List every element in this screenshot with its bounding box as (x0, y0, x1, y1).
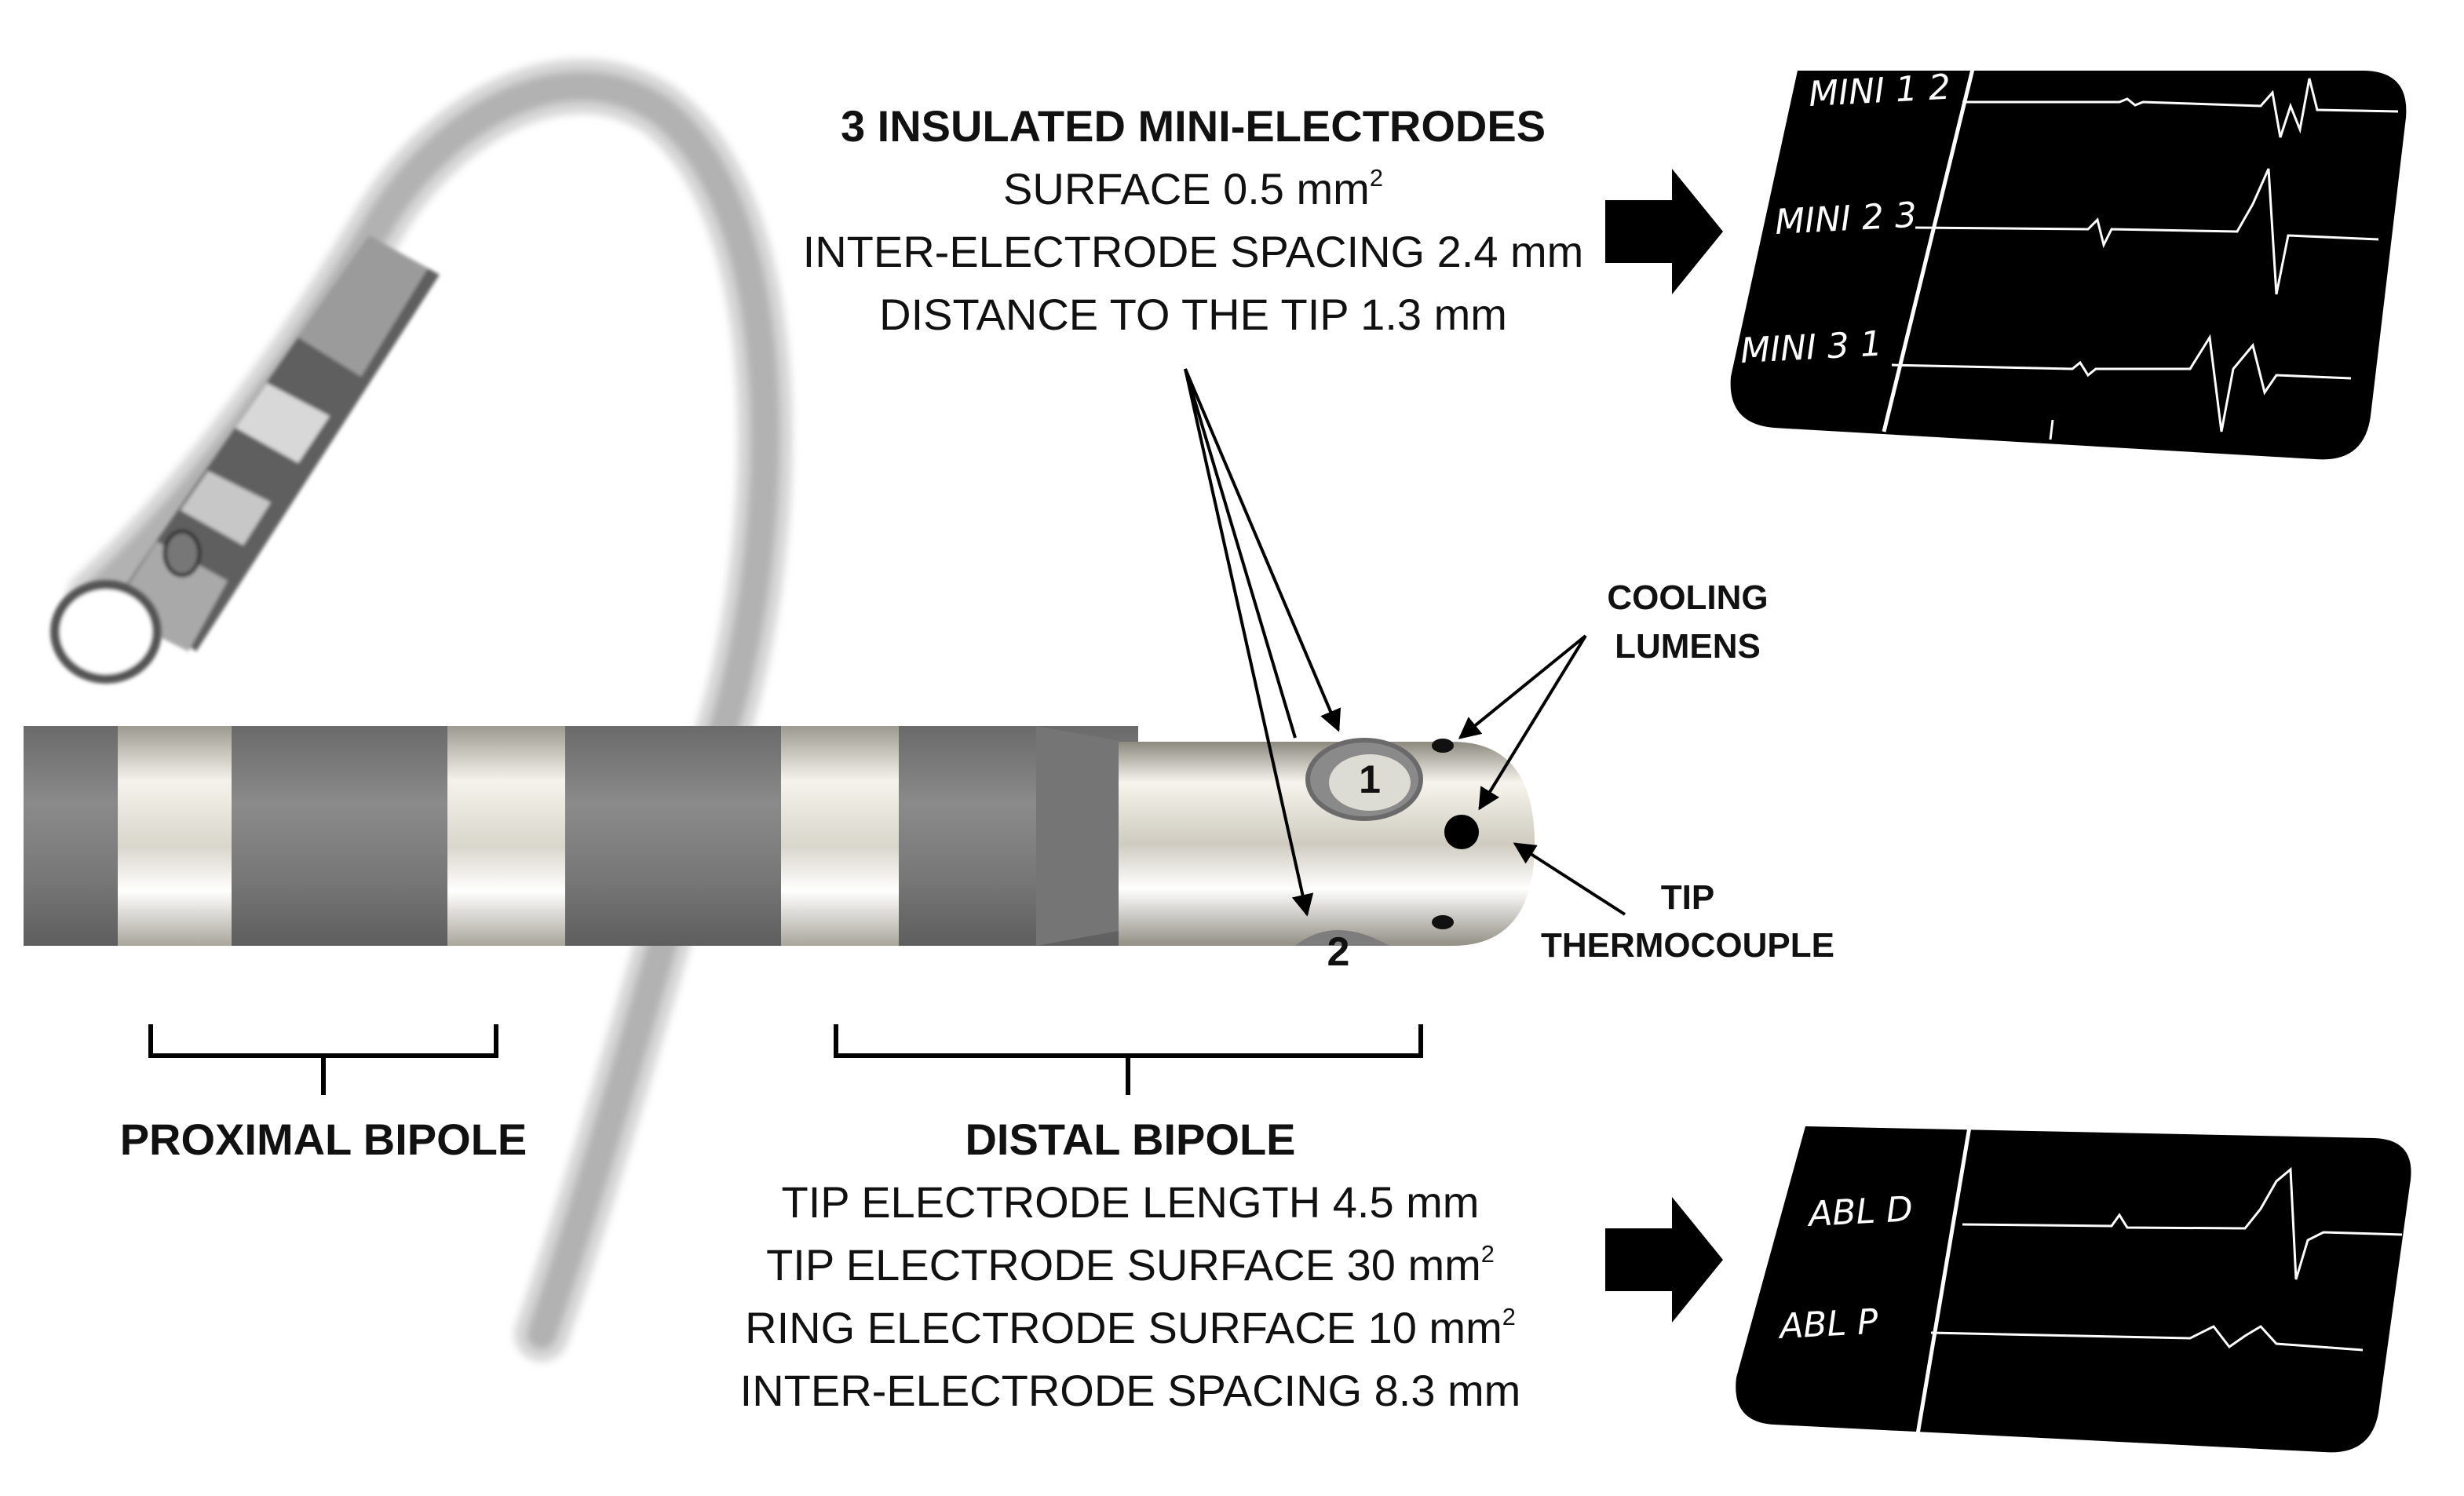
arrow-to-mini-traces (1605, 169, 1723, 294)
proximal-bracket (148, 1024, 498, 1058)
distal-spacing: INTER-ELECTRODE SPACING 8.3 mm (739, 1366, 1521, 1415)
mini-electrodes-spacing: INTER-ELECTRODE SPACING 2.4 mm (802, 227, 1584, 276)
main-catheter (24, 726, 1535, 946)
trace-mini-1-2 (1962, 78, 2399, 138)
cooling-lumen-bottom (1432, 915, 1454, 929)
cooling-label: COOLING (1607, 578, 1769, 617)
mini-electrodes-title: 3 INSULATED MINI-ELECTRODES (840, 101, 1546, 151)
trace-label-mini-3-1: MINI 3 1 (1739, 324, 1883, 371)
trace-label-mini-1-2: MINI 1 2 (1808, 68, 1951, 115)
distal-tip-surface: TIP ELECTRODE SURFACE 30 mm2 (766, 1239, 1495, 1290)
proximal-bipole-label: PROXIMAL BIPOLE (119, 1115, 527, 1164)
distal-bipole-title: DISTAL BIPOLE (965, 1115, 1296, 1164)
mini-electrodes-surface: SURFACE 0.5 mm2 (1003, 163, 1383, 213)
distal-tip-length: TIP ELECTRODE LENGTH 4.5 mm (781, 1177, 1480, 1227)
catheter-closeup (50, 235, 440, 684)
mini-electrode-2 (1295, 930, 1389, 946)
trace-label-mini-2-3: MINI 2 3 (1774, 195, 1918, 243)
trace-label-abl-d: ABL D (1805, 1189, 1914, 1235)
thermocouple-label: THERMOCOUPLE (1541, 926, 1834, 965)
electrode-2-label: 2 (1327, 929, 1350, 975)
distal-ring-surface: RING ELECTRODE SURFACE 10 mm2 (745, 1302, 1516, 1352)
mini-electrodes-distance: DISTANCE TO THE TIP 1.3 mm (879, 290, 1507, 339)
distal-ring (781, 726, 899, 946)
trace-abl-p (1930, 1325, 2364, 1352)
arrow-to-abl-traces (1605, 1197, 1723, 1323)
trace-mini-3-1 (1891, 334, 2352, 432)
proximal-ring-2 (447, 726, 565, 946)
tip-electrode (1119, 742, 1535, 946)
distal-bracket (834, 1024, 1423, 1058)
tip-label: TIP (1660, 878, 1715, 917)
brackets (148, 1024, 1423, 1095)
trace-mini-2-3 (1915, 168, 2379, 295)
mini-egm-panel: MINI 1 2 MINI 2 3 MINI 3 1 (1730, 62, 2407, 460)
cooling-lumen-side (1444, 815, 1479, 849)
electrode-1-label: 1 (1359, 757, 1381, 801)
abl-egm-panel: ABL D ABL P (1736, 1122, 2411, 1453)
annotation-arrows (1184, 368, 1626, 917)
trace-label-abl-p: ABL P (1776, 1301, 1879, 1347)
proximal-ring-1 (118, 726, 232, 946)
cooling-lumen-top (1432, 739, 1454, 753)
trace-abl-d (1962, 1166, 2403, 1280)
lumens-label: LUMENS (1615, 627, 1761, 666)
